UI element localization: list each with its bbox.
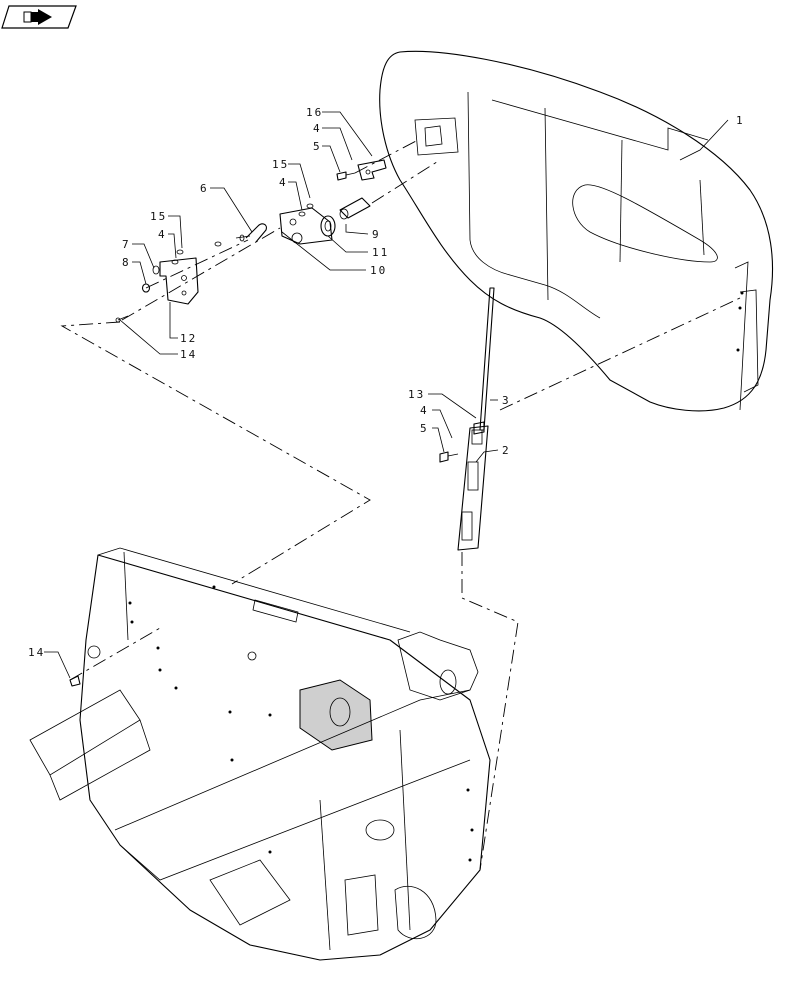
- part-6-spring-pin: [214, 223, 267, 247]
- part-14-pin-upper: [115, 315, 129, 323]
- callout-4: 4: [158, 228, 165, 241]
- part-14-pin-lower: [69, 675, 81, 687]
- callout-4: 4: [279, 176, 286, 189]
- header-frame-assembly: [29, 547, 491, 961]
- part-10-mount-plate: [279, 207, 333, 245]
- part-15-washer-4-upper: [298, 203, 314, 217]
- callout-12: 12: [180, 332, 197, 345]
- callout-15: 15: [272, 158, 289, 171]
- part-11-collar: [320, 215, 336, 237]
- callout-5: 5: [420, 422, 427, 435]
- part-5-bolt-lower: [439, 451, 459, 463]
- callout-3: 3: [502, 394, 509, 407]
- part-13-clip: [473, 421, 485, 435]
- callout-9: 9: [372, 228, 379, 241]
- leader-lines: [44, 111, 729, 679]
- callout-6: 6: [200, 182, 207, 195]
- callout-11: 11: [372, 246, 389, 259]
- callout-16: 16: [306, 106, 323, 119]
- part-7-washer: [152, 265, 160, 275]
- part-5-bolt-upper: [336, 171, 356, 181]
- callout-10: 10: [370, 264, 387, 277]
- part-12-angle-bracket: [159, 257, 199, 305]
- part-9-pin: [339, 197, 371, 220]
- page-nav-arrow-icon[interactable]: [1, 5, 77, 29]
- part-1-shield-panel: [379, 50, 774, 412]
- callout-4: 4: [420, 404, 427, 417]
- assembly-phantom-lines: [60, 139, 741, 871]
- part-3-support-rod: [479, 287, 495, 431]
- callout-5: 5: [313, 140, 320, 153]
- callout-14: 14: [180, 348, 197, 361]
- part-2-hinge-strap: [457, 425, 489, 551]
- callout-7: 7: [122, 238, 129, 251]
- callout-13: 13: [408, 388, 425, 401]
- callout-15: 15: [150, 210, 167, 223]
- callout-labels: 1 16 4 5 15 4 6 15 4 7 8 9 11 10 12 14 1…: [28, 106, 743, 659]
- callout-4: 4: [313, 122, 320, 135]
- callout-2: 2: [502, 444, 509, 457]
- part-15-washer-4-left: [171, 249, 184, 265]
- part-16-latch-bracket: [357, 159, 387, 181]
- callout-14: 14: [28, 646, 45, 659]
- callout-8: 8: [122, 256, 129, 269]
- callout-1: 1: [736, 114, 743, 127]
